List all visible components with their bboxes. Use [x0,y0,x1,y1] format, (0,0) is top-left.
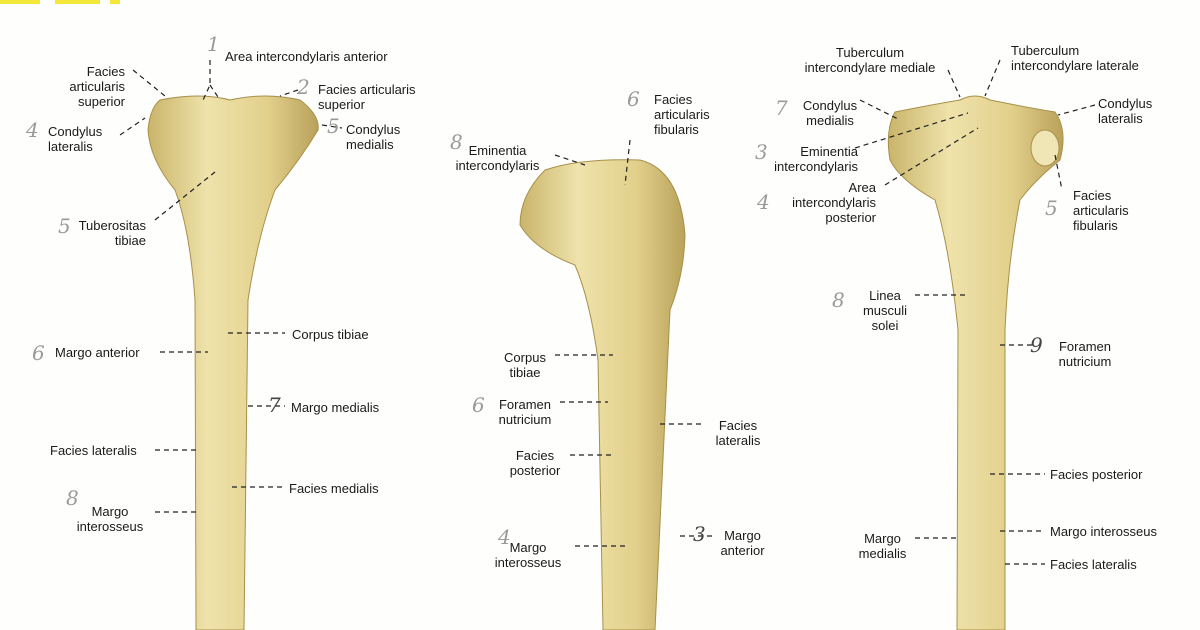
label-facies-posterior: Facies posterior [509,448,561,478]
label-facies-articularis-superior-medial: Facies articularis superior [318,82,416,112]
label-eminentia-intercondylaris: Eminentia intercondylaris [455,143,540,173]
label-tuberculum-intercondylare-laterale: Tuberculum intercondylare laterale [1011,43,1139,73]
label-eminentia-intercondylaris: Eminentia intercondylaris [774,144,858,174]
label-corpus-tibiae: Corpus tibiae [292,327,369,342]
handwritten-number: 8 [832,288,845,312]
highlighter-mark [110,0,120,4]
handwritten-number: 3 [693,522,706,546]
handwritten-number: 8 [450,130,463,154]
label-area-intercondylaris-anterior: Area intercondylaris anterior [225,49,388,64]
label-condylus-lateralis: Condylus lateralis [48,124,103,154]
label-facies-lateralis: Facies lateralis [50,443,137,458]
handwritten-number: 7 [268,393,281,417]
label-foramen-nutricium: Foramen nutricium [498,397,552,427]
highlighter-mark [0,0,40,4]
handwritten-number: 6 [32,341,45,365]
label-tuberositas-tibiae: Tuberositas tibiae [78,218,146,248]
fibular-facet [1030,129,1060,167]
handwritten-number: 4 [26,118,39,142]
label-margo-interosseus: Margo interosseus [76,504,144,534]
handwritten-number: 9 [1030,333,1043,357]
handwritten-number: 6 [472,393,485,417]
leader-lines [119,59,1096,565]
label-facies-posterior: Facies posterior [1050,467,1143,482]
handwritten-number: 4 [757,190,770,214]
label-foramen-nutricium: Foramen nutricium [1058,339,1112,369]
handwritten-number: 3 [755,140,768,164]
tibia-lateral-view [519,159,686,630]
handwritten-number: 5 [1045,196,1058,220]
label-margo-interosseus: Margo interosseus [494,540,562,570]
label-area-intercondylaris-posterior: Area intercondylaris posterior [792,180,876,225]
tibia-posterior-view [887,95,1064,630]
handwritten-number: 6 [627,87,640,111]
label-margo-interosseus: Margo interosseus [1050,524,1157,539]
label-margo-medialis: Margo medialis [291,400,380,415]
handwritten-number: 5 [327,114,340,138]
label-tuberculum-intercondylare-mediale: Tuberculum intercondylare mediale [804,45,936,75]
label-facies-lateralis: Facies lateralis [1050,557,1137,572]
label-margo-anterior: Margo anterior [720,528,765,558]
label-facies-articularis-superior: Facies articularis superior [69,64,125,109]
label-facies-medialis: Facies medialis [289,481,379,496]
tibia-anterior-view [147,95,319,630]
label-margo-anterior: Margo anterior [55,345,140,360]
handwritten-number: 7 [775,96,788,120]
handwritten-number: 4 [498,525,511,549]
label-corpus-tibiae: Corpus tibiae [504,350,546,380]
highlighter-mark [55,0,100,4]
handwritten-number: 1 [207,32,220,56]
handwritten-number: 8 [66,486,79,510]
label-margo-medialis: Margo medialis [858,531,907,561]
label-condylus-lateralis: Condylus lateralis [1098,96,1153,126]
handwritten-number: 2 [297,75,310,99]
handwritten-number: 5 [58,214,71,238]
label-facies-lateralis: Facies lateralis [715,418,761,448]
label-condylus-medialis: Condylus medialis [346,122,401,152]
label-facies-articularis-fibularis: Facies articularis fibularis [654,92,710,137]
label-facies-articularis-fibularis: Facies articularis fibularis [1073,188,1129,233]
label-condylus-medialis: Condylus medialis [802,98,858,128]
label-linea-musculi-solei: Linea musculi solei [862,288,908,333]
